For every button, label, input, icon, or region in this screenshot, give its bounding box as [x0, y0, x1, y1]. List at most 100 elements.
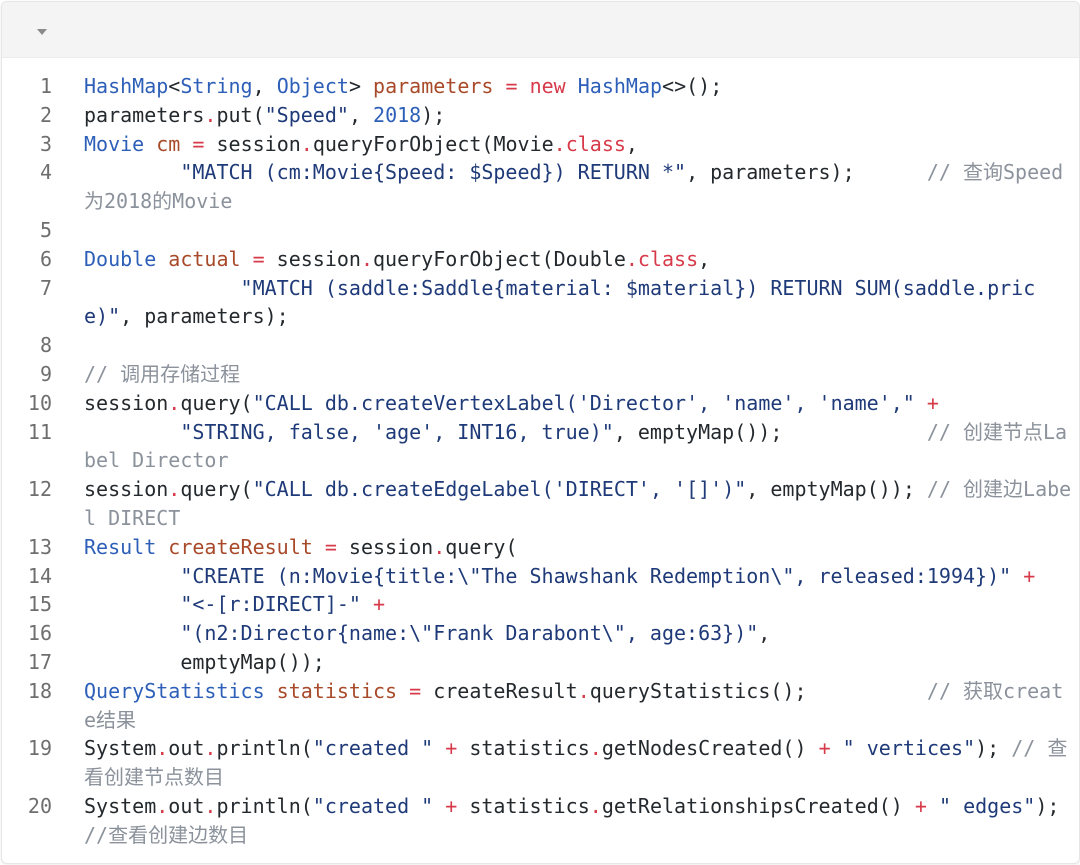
code-token: .	[577, 678, 590, 703]
code-token: // 获取create结果	[84, 678, 1064, 732]
code-token: >	[348, 74, 374, 98]
code-line: 11 "STRING, false, 'age', INT16, true)",…	[2, 418, 1079, 476]
code-token: statistics	[457, 793, 590, 818]
caret-down-icon[interactable]	[37, 29, 47, 35]
code-token: );	[1035, 793, 1060, 818]
code-text: // 调用存储过程	[84, 360, 1074, 389]
code-token: //查看创建边数目	[84, 822, 249, 847]
code-token: session	[84, 390, 169, 415]
code-token	[1011, 564, 1023, 588]
code-line: 14 "CREATE (n:Movie{title:\"The Shawshan…	[2, 562, 1079, 591]
code-token	[84, 276, 241, 300]
code-token: .	[589, 793, 602, 818]
code-token: "(n2:Director{name:\"Frank Darabont\", a…	[180, 621, 759, 646]
code-token: .	[433, 534, 446, 559]
code-token: +	[445, 736, 458, 761]
code-text	[84, 331, 1074, 360]
line-number: 2	[39, 102, 52, 127]
code-token: createResult	[168, 534, 313, 559]
code-token	[156, 535, 168, 559]
code-token: queryForObject(Double	[373, 246, 626, 271]
code-token: System	[84, 736, 157, 761]
code-token: query(	[180, 477, 253, 502]
code-token: +	[445, 793, 458, 818]
code-token: session	[84, 477, 169, 502]
code-token: =	[493, 74, 530, 98]
line-number: 19	[27, 736, 52, 761]
line-number: 3	[39, 131, 52, 156]
code-text: "(n2:Director{name:\"Frank Darabont\", a…	[84, 619, 1074, 648]
code-token: // 创建边Label DIRECT	[84, 477, 1072, 530]
code-token: +	[926, 390, 939, 415]
code-line: 7 "MATCH (saddle:Saddle{material: $mater…	[2, 274, 1079, 332]
code-token: +	[373, 592, 386, 617]
code-token: println(	[216, 793, 313, 818]
code-token: // 调用存储过程	[84, 361, 241, 386]
code-token: actual	[168, 246, 241, 271]
code-token: "created "	[312, 793, 434, 818]
code-token: ,	[348, 102, 374, 127]
code-text: session.query("CALL db.createVertexLabel…	[84, 389, 1074, 418]
code-token: =	[180, 131, 217, 156]
code-token: getNodesCreated()	[601, 736, 819, 761]
code-token: Movie	[84, 131, 145, 156]
code-token: query(	[180, 390, 253, 415]
code-token: =	[397, 678, 434, 703]
line-number: 9	[39, 361, 52, 386]
code-token: // 创建节点Label Director	[84, 419, 1068, 473]
code-token: +	[1023, 563, 1036, 588]
code-token: "CREATE (n:Movie{title:\"The Shawshank R…	[180, 563, 1012, 588]
code-token: "MATCH (cm:Movie{Speed: $Speed}) RETURN …	[180, 160, 687, 185]
code-text: Result createResult = session.query(	[84, 533, 1074, 562]
code-token: statistics	[276, 678, 398, 703]
code-token	[433, 794, 445, 818]
line-number: 14	[27, 563, 52, 588]
code-token: HashMap	[84, 74, 169, 98]
line-number: 17	[27, 649, 52, 674]
code-token: emptyMap());	[84, 649, 325, 674]
code-text: "STRING, false, 'age', INT16, true)", em…	[84, 418, 1074, 476]
code-line: 5	[2, 216, 1079, 245]
code-text: "MATCH (saddle:Saddle{material: $materia…	[84, 274, 1074, 332]
code-token: // 查看创建节点数目	[84, 736, 1068, 790]
line-number: 4	[39, 160, 52, 185]
code-token: 2018	[373, 102, 422, 127]
code-token: ,	[625, 131, 638, 156]
code-text: System.out.println("created " + statisti…	[84, 734, 1074, 792]
code-token	[144, 132, 156, 156]
code-token: .	[168, 390, 181, 415]
line-number: 18	[27, 678, 52, 703]
code-token: session	[348, 534, 434, 559]
code-token: , parameters);	[120, 304, 289, 329]
line-number: 7	[39, 275, 52, 300]
code-token: .	[300, 131, 313, 156]
code-token: "MATCH (saddle:Saddle{material: $materia…	[84, 275, 1036, 329]
code-token: .class	[553, 131, 626, 156]
code-token	[361, 592, 373, 616]
code-token	[84, 420, 180, 444]
code-token: "created "	[312, 736, 434, 761]
code-token: HashMap	[577, 74, 663, 98]
code-token: session	[276, 246, 361, 271]
code-text: "MATCH (cm:Movie{Speed: $Speed}) RETURN …	[84, 158, 1074, 216]
code-line: 4 "MATCH (cm:Movie{Speed: $Speed}) RETUR…	[2, 158, 1079, 216]
code-text: emptyMap());	[84, 648, 1074, 677]
line-number: 11	[27, 419, 52, 444]
code-token: cm	[156, 131, 181, 156]
code-text: "<-[r:DIRECT]-" +	[84, 590, 1074, 619]
code-line: 16 "(n2:Director{name:\"Frank Darabont\"…	[2, 619, 1079, 648]
line-number: 12	[27, 477, 52, 502]
code-token: .	[168, 477, 181, 502]
line-number: 16	[27, 621, 52, 646]
code-line: 8	[2, 331, 1079, 360]
line-number: 5	[39, 217, 52, 242]
code-token: Object	[276, 74, 349, 98]
